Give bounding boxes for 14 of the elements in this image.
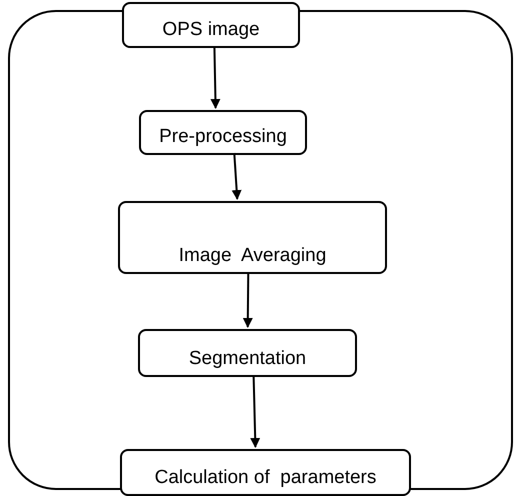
process-box: [122, 2, 300, 48]
step-label: OPS image: [162, 18, 260, 42]
step-label: Pre-processing: [159, 125, 287, 149]
arrow: [232, 152, 242, 200]
step-label: Image Averaging: [178, 244, 326, 268]
step-label: Segmentation: [188, 347, 306, 371]
process-box: [118, 201, 387, 274]
process-box: [139, 110, 307, 155]
process-box: [138, 329, 357, 377]
arrow: [250, 374, 260, 448]
arrow: [210, 46, 220, 109]
step-label: Calculation of parameters: [154, 466, 376, 490]
arrow: [242, 272, 253, 328]
process-box: [120, 449, 411, 496]
